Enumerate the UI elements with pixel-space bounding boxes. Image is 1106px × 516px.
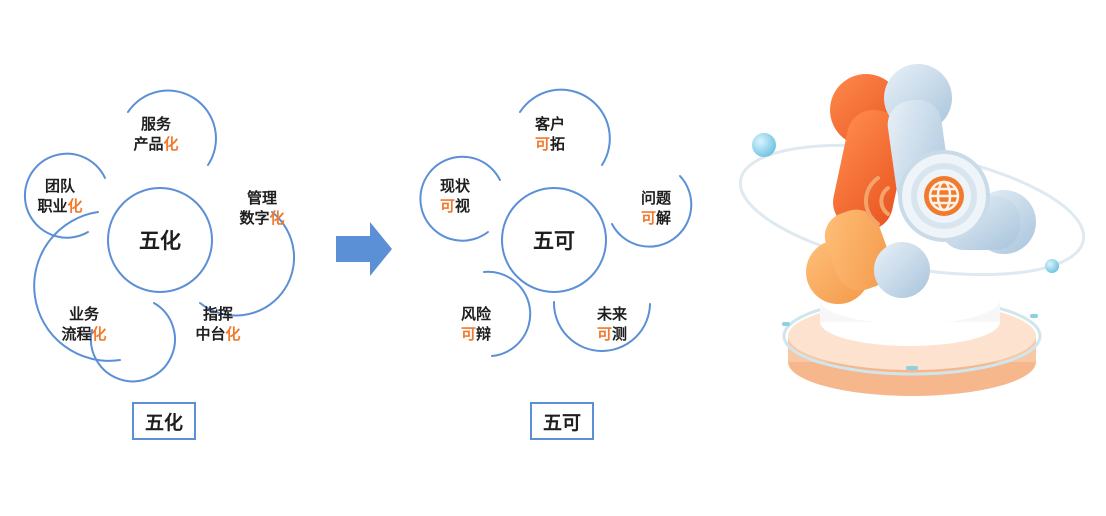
right-petal-arc-bottomleft <box>483 270 532 357</box>
globe-icon <box>898 150 990 242</box>
right-petal-label-1: 问题 可解 <box>640 189 672 227</box>
left-petal-label-4: 团队 职业化 <box>37 177 83 215</box>
left-caption-box: 五化 <box>132 402 196 440</box>
signal-waves-icon <box>864 176 890 226</box>
right-arrow-icon <box>336 222 392 276</box>
pedestal <box>782 276 1042 396</box>
left-petal-label-1: 管理 数字化 <box>239 189 285 227</box>
right-petal-arc-left <box>419 155 501 242</box>
orbit-sphere-left <box>752 133 776 157</box>
left-petal-arc-right <box>199 211 295 317</box>
left-petal-arc-bottomleft <box>33 211 121 362</box>
right-petal-label-2: 未来 可测 <box>596 305 628 343</box>
left-petal-label-0: 服务 产品化 <box>133 115 179 153</box>
right-petal-arc-top <box>519 88 611 166</box>
right-center-circle <box>501 187 607 293</box>
right-petal-arc-right <box>611 175 693 248</box>
right-petal-label-4: 现状 可视 <box>439 177 471 215</box>
right-caption-box: 五可 <box>530 402 594 440</box>
orbit-sphere-right <box>1045 259 1059 273</box>
right-center-label: 五可 <box>533 229 575 253</box>
left-petal-arc-top <box>127 89 217 166</box>
right-petal-arc-bottomright <box>552 301 651 352</box>
left-petal-label-3: 业务 流程化 <box>61 305 107 343</box>
left-petal-arc-bottomright <box>89 302 176 383</box>
left-petal-label-2: 指挥 中台化 <box>195 305 241 343</box>
right-petal-label-3: 风险 可辩 <box>460 305 492 343</box>
left-center-label: 五化 <box>139 229 181 253</box>
left-center-circle <box>107 187 213 293</box>
right-petal-label-0: 客户 可拓 <box>534 115 566 153</box>
left-petal-arc-left <box>23 152 106 239</box>
